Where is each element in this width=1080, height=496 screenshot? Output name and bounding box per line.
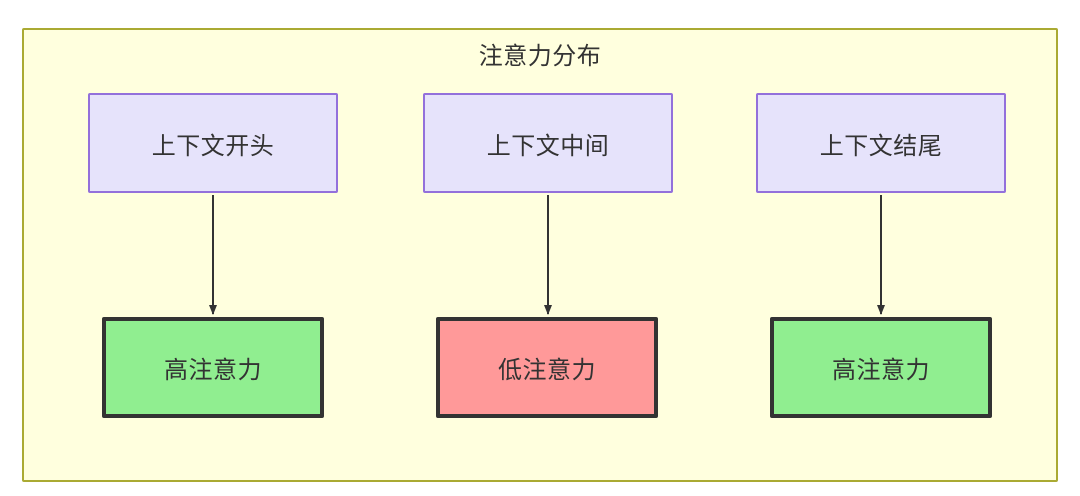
subgraph-title: 注意力分布 (478, 43, 602, 70)
node-context-end[interactable]: 上下文结尾 (756, 93, 1006, 193)
node-attention-end[interactable]: 高注意力 (770, 317, 992, 418)
node-attention-start[interactable]: 高注意力 (102, 317, 324, 418)
node-context-start[interactable]: 上下文开头 (88, 93, 338, 193)
node-context-middle[interactable]: 上下文中间 (423, 93, 673, 193)
node-attention-middle[interactable]: 低注意力 (436, 317, 658, 418)
